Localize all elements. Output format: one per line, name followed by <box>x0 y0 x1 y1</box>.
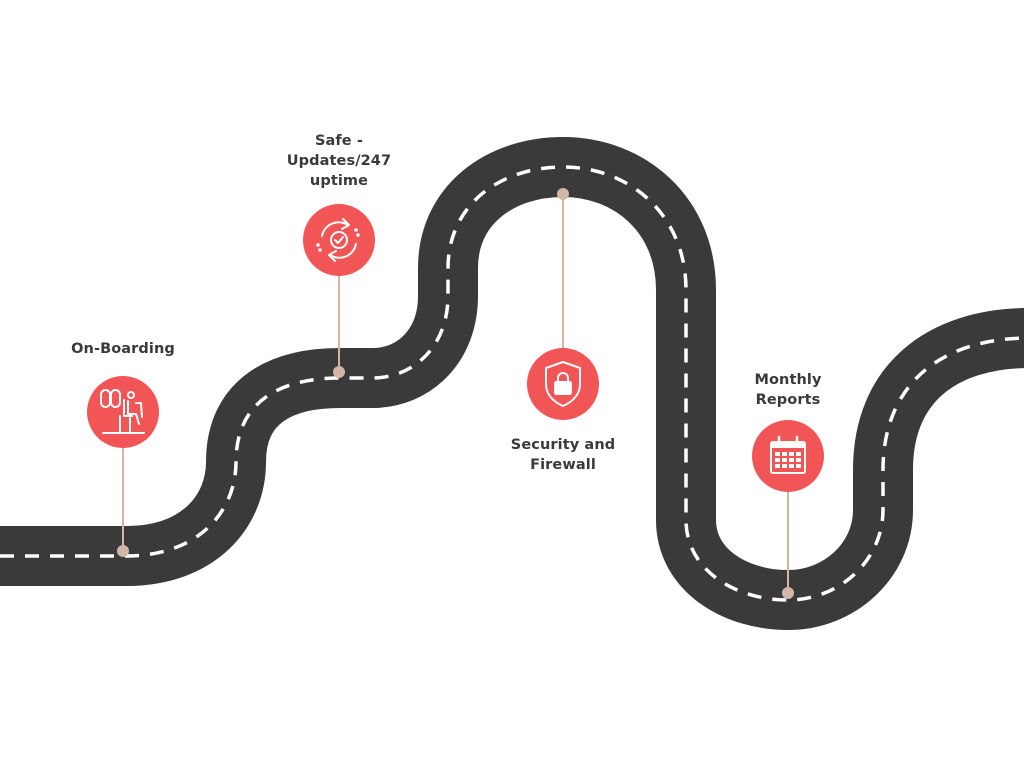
milestone-badge[interactable] <box>752 420 824 492</box>
milestone-onboarding <box>87 376 159 557</box>
refresh-check-icon <box>316 218 360 262</box>
milestone-label-security: Security and Firewall <box>510 437 616 473</box>
road-pin <box>557 188 569 200</box>
calendar-icon <box>770 435 806 474</box>
lane-markings <box>0 165 1024 602</box>
milestone-label-onboarding: On-Boarding <box>71 341 175 357</box>
milestone-label-safe-updates: Safe - Updates/247 uptime <box>286 133 392 189</box>
milestone-reports <box>752 420 824 599</box>
milestone-security <box>527 188 599 420</box>
milestone-label-reports: Monthly Reports <box>754 372 822 408</box>
road-pin <box>782 587 794 599</box>
seat-icon <box>100 389 145 434</box>
milestone-safe-updates <box>303 204 375 378</box>
road-pin <box>117 545 129 557</box>
road-path <box>0 137 1024 630</box>
road-pin <box>333 366 345 378</box>
milestone-badge[interactable] <box>303 204 375 276</box>
shield-lock-icon <box>545 361 581 407</box>
